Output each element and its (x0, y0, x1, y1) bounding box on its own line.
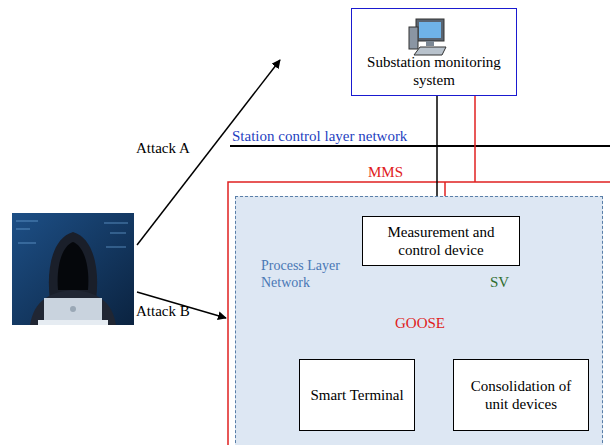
box-text: Consolidation of unit devices (454, 377, 588, 413)
box-text: Smart Terminal (304, 386, 409, 404)
device-box: Consolidation of unit devices (453, 359, 589, 431)
device-box: Measurement and control device (362, 216, 520, 266)
attack-label: Attack A (136, 139, 190, 157)
protocol-name: MMS (368, 163, 403, 181)
network-name: Process Layer Network (261, 257, 361, 291)
hacker-picture (12, 213, 134, 325)
station-bus (230, 145, 610, 147)
box-text: Substation monitoring system (352, 53, 516, 89)
signal-name: GOOSE (395, 314, 445, 332)
bus-name: Station control layer network (232, 127, 407, 145)
computer-icon (406, 17, 450, 57)
signal-name: SV (490, 273, 509, 291)
attack-label: Attack B (136, 302, 190, 320)
device-box: Smart Terminal (299, 359, 415, 431)
monitoring-box: Substation monitoring system (351, 8, 517, 96)
box-text: Measurement and control device (363, 223, 519, 259)
